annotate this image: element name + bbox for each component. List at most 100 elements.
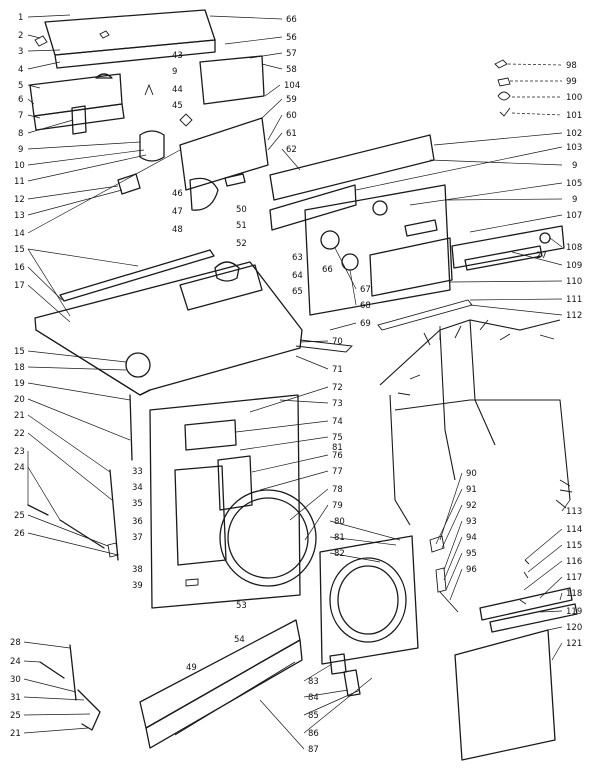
callout-101: 101 <box>566 111 582 121</box>
callout-77: 77 <box>332 467 343 477</box>
callout-4: 4 <box>18 65 23 75</box>
callout-92: 92 <box>466 501 477 511</box>
callout-46: 46 <box>172 189 183 199</box>
callout-81: 81 <box>332 443 343 453</box>
callout-49: 49 <box>186 663 197 673</box>
callout-86: 86 <box>308 729 319 739</box>
callout-17: 17 <box>14 281 25 291</box>
callout-60: 60 <box>286 111 297 121</box>
callout-15: 15 <box>14 245 25 255</box>
callout-110: 110 <box>566 277 582 287</box>
callout-18: 18 <box>14 363 25 373</box>
callout-8: 8 <box>18 129 23 139</box>
callout-58: 58 <box>286 65 297 75</box>
callout-90: 90 <box>466 469 477 479</box>
callout-25: 25 <box>14 511 25 521</box>
callout-52: 52 <box>236 239 247 249</box>
top-console-housing <box>29 9 216 135</box>
callout-25b: 25 <box>10 711 21 721</box>
callout-66: 66 <box>286 15 297 25</box>
callout-119: 119 <box>566 607 582 617</box>
callout-95: 95 <box>466 549 477 559</box>
callout-9c: 9 <box>572 161 577 171</box>
callout-65: 65 <box>292 287 303 297</box>
callout-10: 10 <box>14 161 25 171</box>
door-assembly <box>319 535 419 697</box>
callout-84: 84 <box>308 693 319 703</box>
callout-103: 103 <box>566 143 582 153</box>
callout-99: 99 <box>566 77 577 87</box>
callout-67: 67 <box>360 285 371 295</box>
callout-111: 111 <box>566 295 582 305</box>
callout-3: 3 <box>18 47 23 57</box>
callout-114: 114 <box>566 525 582 535</box>
top-panel <box>34 249 353 396</box>
callout-105: 105 <box>566 179 582 189</box>
callout-61: 61 <box>286 129 297 139</box>
callout-9: 9 <box>18 145 23 155</box>
callout-76: 76 <box>332 451 343 461</box>
callout-69: 69 <box>360 319 371 329</box>
callout-14: 14 <box>14 229 25 239</box>
callout-15b: 15 <box>14 347 25 357</box>
callout-26: 26 <box>14 529 25 539</box>
callout-100: 100 <box>566 93 582 103</box>
callout-112: 112 <box>566 311 582 321</box>
callout-43: 43 <box>172 51 183 61</box>
callout-83: 83 <box>308 677 319 687</box>
callout-5: 5 <box>18 81 23 91</box>
callout-6: 6 <box>18 95 23 105</box>
callout-91: 91 <box>466 485 477 495</box>
callout-108: 108 <box>566 243 582 253</box>
callout-21: 21 <box>14 411 25 421</box>
callout-109: 109 <box>566 261 582 271</box>
inset-rod-parts <box>39 644 101 731</box>
callout-51: 51 <box>236 221 247 231</box>
callout-11: 11 <box>14 177 25 187</box>
callout-9d: 9 <box>572 195 577 205</box>
right-small-parts <box>429 59 578 761</box>
callout-38: 38 <box>132 565 143 575</box>
callout-68: 68 <box>360 301 371 311</box>
callout-79: 79 <box>332 501 343 511</box>
callout-19: 19 <box>14 379 25 389</box>
callout-70: 70 <box>332 337 343 347</box>
callout-1: 1 <box>18 13 23 23</box>
callout-87: 87 <box>308 745 319 755</box>
callout-24b: 24 <box>10 657 21 667</box>
callout-21b: 21 <box>10 729 21 739</box>
callout-34: 34 <box>132 483 143 493</box>
callout-35: 35 <box>132 499 143 509</box>
callout-50: 50 <box>236 205 247 215</box>
callout-113: 113 <box>566 507 582 517</box>
callout-44: 44 <box>172 85 183 95</box>
callout-47: 47 <box>172 207 183 217</box>
kick-panel <box>139 619 303 749</box>
callout-63: 63 <box>292 253 303 263</box>
callout-74: 74 <box>332 417 343 427</box>
leader-lines <box>23 14 571 750</box>
callout-37: 37 <box>132 533 143 543</box>
callout-94: 94 <box>466 533 477 543</box>
front-cabinet <box>149 394 317 609</box>
callout-36: 36 <box>132 517 143 527</box>
callout-27: 27 <box>536 251 547 261</box>
callout-117: 117 <box>566 573 582 583</box>
callout-22: 22 <box>14 429 25 439</box>
callout-104: 104 <box>284 81 300 91</box>
callout-72: 72 <box>332 383 343 393</box>
callout-115: 115 <box>566 541 582 551</box>
callout-85: 85 <box>308 711 319 721</box>
callout-102: 102 <box>566 129 582 139</box>
callout-54: 54 <box>234 635 245 645</box>
callout-96: 96 <box>466 565 477 575</box>
callout-121: 121 <box>566 639 582 649</box>
callout-98: 98 <box>566 61 577 71</box>
callout-120: 120 <box>566 623 582 633</box>
control-faceplate <box>269 134 565 316</box>
callout-24: 24 <box>14 463 25 473</box>
callout-13: 13 <box>14 211 25 221</box>
callout-28: 28 <box>10 638 21 648</box>
